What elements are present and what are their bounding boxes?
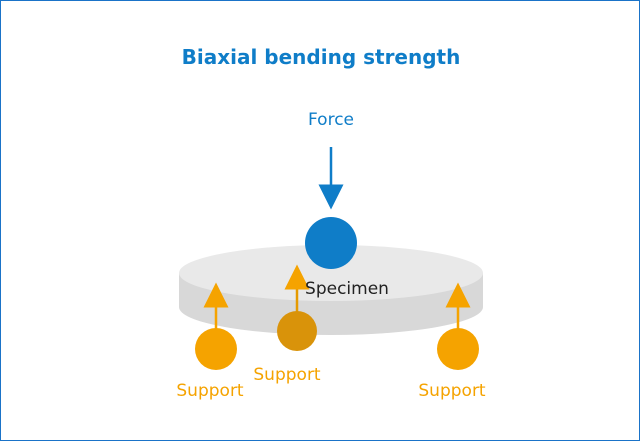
support-right-label: Support: [418, 381, 486, 401]
support-left-label: Support: [176, 381, 244, 401]
support-back-label: Support: [253, 365, 321, 385]
specimen-label: Specimen: [305, 279, 389, 299]
loading-ball: [305, 217, 357, 269]
right-support-ball: [437, 328, 479, 370]
back-support-ball: [277, 311, 317, 351]
left-support-ball: [195, 328, 237, 370]
force-label: Force: [308, 110, 354, 130]
diagram-title: Biaxial bending strength: [181, 45, 461, 69]
specimen-top: [179, 245, 483, 301]
